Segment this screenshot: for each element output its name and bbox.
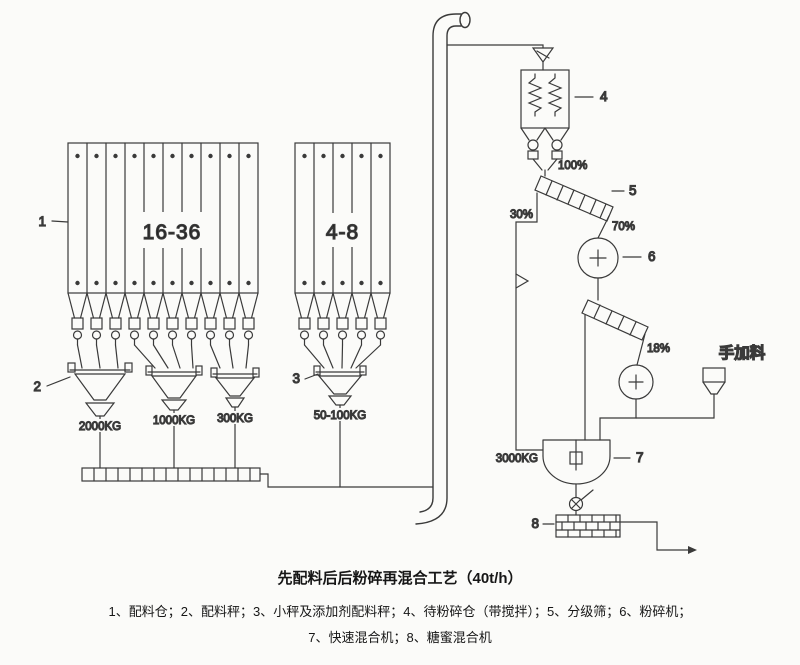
batch-scale-300kg: 300KG (210, 367, 260, 469)
bin-outlet-feeder-right (551, 139, 563, 151)
batch-scale-1000kg: 1000KG (145, 365, 203, 469)
percent-fines-label: 30% (510, 209, 533, 221)
callout-5: 5 (611, 182, 637, 199)
molasses-mixer (555, 514, 621, 538)
overs-line-1 (597, 215, 610, 239)
callout-7-label: 7 (636, 450, 644, 465)
callout-6-label: 6 (648, 249, 656, 264)
silo-rivets-top-right (302, 153, 383, 159)
callout-3-label: 3 (292, 371, 300, 386)
silo-cones-left (67, 292, 259, 319)
feeder-drop-lines-left (76, 344, 250, 369)
product-out-arrow (688, 546, 697, 554)
diverter-flag (515, 273, 530, 289)
callout-1: 1 (38, 213, 69, 230)
callout-2: 2 (33, 376, 71, 395)
callout-8-label: 8 (531, 516, 539, 531)
silo-cones-right (294, 292, 391, 319)
grinder-2 (599, 364, 654, 441)
diagram-title: 先配料后后粉碎再混合工艺（40t/h） (277, 570, 523, 587)
manual-feed: 手加料 (635, 342, 766, 419)
grinding-holding-bin (520, 47, 570, 177)
bucket-elevator (415, 11, 544, 525)
silo-rivets-bottom (75, 280, 251, 286)
batch-scale-2000kg: 2000KG (67, 362, 133, 469)
callout-8: 8 (531, 515, 555, 532)
percent-feed-label: 100% (558, 160, 587, 172)
additive-scale-50-100kg: 50-100KG (311, 365, 369, 488)
grinder-1 (577, 237, 619, 301)
silo-bank-left-label: 16-36 (143, 221, 202, 244)
callout-1-label: 1 (38, 214, 46, 229)
legend-line-2: 7、快速混合机；8、糖蜜混合机 (308, 630, 492, 645)
silo-feeders-left (71, 317, 255, 346)
elevator-head-pulley (459, 11, 471, 29)
classifier-screen-1 (534, 175, 614, 222)
mixer-capacity-label: 3000KG (496, 453, 538, 465)
scale-2000kg-label: 2000KG (79, 421, 121, 433)
rotary-valve (568, 489, 594, 516)
fines-bypass-line (515, 192, 544, 451)
callout-2-label: 2 (33, 379, 41, 394)
fast-mixer (542, 439, 611, 498)
callout-3: 3 (292, 370, 319, 387)
feeder-drop-lines-right (303, 344, 382, 369)
inlet-flap (531, 47, 555, 64)
collecting-conveyor (81, 467, 434, 488)
conveyor-discharge-line (259, 473, 434, 488)
regrind-line (636, 333, 646, 366)
scale-50-100kg-label: 50-100KG (314, 410, 366, 422)
silo-bank-left: 16-36 (67, 142, 259, 369)
bin-outlet-feeder-left (527, 139, 539, 151)
percent-overs-label: 70% (612, 221, 635, 233)
callout-5-label: 5 (629, 183, 637, 198)
scale-300kg-label: 300KG (217, 413, 253, 425)
silo-bank-right-label: 4-8 (326, 221, 359, 244)
mixer-drive-box (569, 451, 583, 465)
callout-4-label: 4 (600, 89, 608, 104)
silo-rivets-top (75, 153, 251, 159)
callout-4: 4 (574, 88, 609, 105)
silo-rivets-bottom-right (302, 280, 383, 286)
silo-bank-right: 4-8 (294, 142, 391, 369)
callout-7: 7 (613, 449, 644, 466)
callout-6: 6 (622, 248, 656, 265)
legend-line-1: 1、配料仓；2、配料秤；3、小秤及添加剂配料秤；4、待粉碎仓（带搅拌）；5、分级… (108, 604, 692, 619)
manual-feed-hopper (702, 367, 726, 383)
manual-feed-line (635, 393, 715, 419)
percent-regrind-label: 18% (647, 343, 670, 355)
elevator-to-bin-line (446, 44, 544, 49)
classifier-screen-2 (581, 299, 649, 341)
scale-1000kg-label: 1000KG (153, 415, 195, 427)
product-out-line (619, 521, 697, 554)
silo-feeders-right (298, 317, 387, 346)
manual-feed-label: 手加料 (719, 343, 766, 362)
agitator-screws (527, 73, 563, 117)
